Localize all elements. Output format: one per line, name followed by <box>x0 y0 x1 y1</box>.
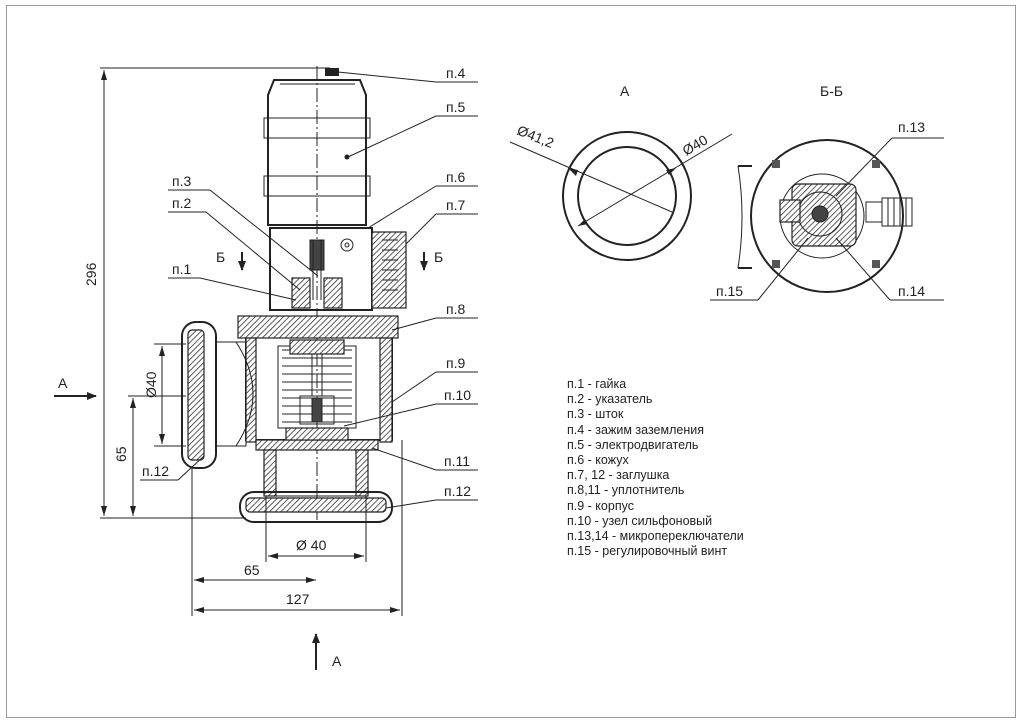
dim-diam-40-view: Ø40 <box>680 131 711 158</box>
section-mark-b: Б Б <box>216 249 443 271</box>
label-p10: п.10 <box>444 387 471 403</box>
legend-item: п.3 - шток <box>567 407 624 422</box>
dim-diam-bottom: Ø 40 <box>296 537 327 553</box>
dimension-lines <box>100 67 403 616</box>
label-p11: п.11 <box>444 453 470 469</box>
label-p3: п.3 <box>172 173 191 189</box>
valve-main-view: Б Б <box>54 65 478 670</box>
label-p12-left: п.12 <box>142 463 169 479</box>
label-p12-right: п.12 <box>444 483 471 499</box>
legend-item: п.1 - гайка <box>567 377 627 391</box>
valve-body <box>237 315 399 451</box>
view-bb: Б-Б <box>710 83 944 301</box>
legend-item: п.5 - электродвигатель <box>567 437 699 452</box>
view-bb-title: Б-Б <box>820 83 843 99</box>
legend-item: п.7, 12 - заглушка <box>567 468 670 483</box>
legend-item: п.6 - кожух <box>567 453 629 468</box>
view-a: А Ø41,2 Ø40 <box>509 83 733 261</box>
arrow-a-left: А <box>58 375 68 391</box>
cover-housing <box>269 227 407 311</box>
legend-item: п.13,14 - микропереключатели <box>567 529 744 544</box>
label-p13: п.13 <box>898 119 925 135</box>
view-a-title: А <box>620 83 630 99</box>
label-p14: п.14 <box>898 283 925 299</box>
label-p7: п.7 <box>446 197 465 213</box>
dim-diam-side: Ø40 <box>143 371 159 398</box>
grounding-clamp <box>325 68 339 76</box>
label-p2: п.2 <box>172 195 191 211</box>
drawing-frame <box>6 5 1016 718</box>
label-p1: п.1 <box>172 261 191 277</box>
legend-item: п.15 - регулировочный винт <box>567 544 728 559</box>
label-p6: п.6 <box>446 169 465 185</box>
bottom-outlet-flange <box>239 449 393 523</box>
arrow-a-bottom: А <box>332 653 342 669</box>
section-mark-right: Б <box>434 249 443 265</box>
view-arrow-a <box>54 392 320 670</box>
legend-item: п.4 - зажим заземления <box>567 422 704 437</box>
label-p9: п.9 <box>446 355 465 371</box>
dim-height-total: 296 <box>83 262 99 286</box>
legend-item: п.9 - корпус <box>567 498 634 513</box>
motor-body <box>263 66 371 520</box>
label-p15: п.15 <box>716 283 743 299</box>
side-inlet-flange <box>181 321 254 469</box>
section-mark-left: Б <box>216 249 225 265</box>
label-p8: п.8 <box>446 301 465 317</box>
legend-item: п.2 - указатель <box>567 392 653 407</box>
label-p4: п.4 <box>446 65 465 81</box>
label-p5: п.5 <box>446 99 465 115</box>
dim-height-inlet: 65 <box>113 446 129 462</box>
dim-width-127: 127 <box>286 591 310 607</box>
legend-item: п.8,11 - уплотнитель <box>567 483 685 498</box>
leader-lines <box>140 71 478 509</box>
legend-item: п.10 - узел сильфоновый <box>567 513 713 528</box>
dim-width-65: 65 <box>244 562 260 578</box>
